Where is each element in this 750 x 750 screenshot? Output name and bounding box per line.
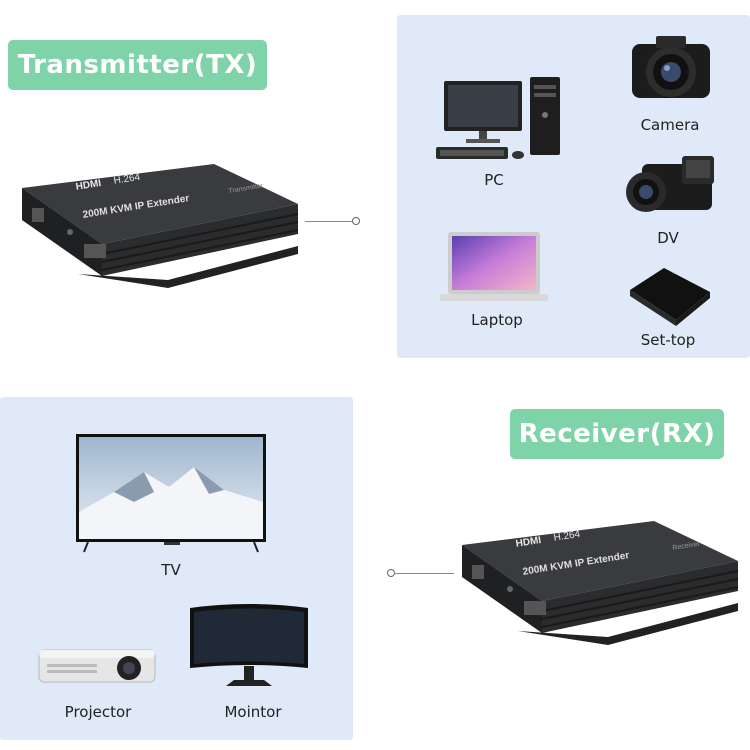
laptop-icon <box>438 230 550 306</box>
rx-connector-line <box>394 573 454 574</box>
source-label-pc: PC <box>484 171 504 189</box>
transmitter-title: Transmitter(TX) <box>8 40 267 90</box>
tx-connector-line <box>305 221 353 222</box>
set-top-box-icon <box>624 262 714 328</box>
pc-icon <box>434 75 564 165</box>
tx-connector-dot <box>352 217 360 225</box>
dv-camcorder-icon <box>622 150 718 230</box>
transmitter-device <box>18 158 302 290</box>
tv-icon <box>74 432 270 554</box>
projector-icon <box>37 642 159 688</box>
source-label-camera: Camera <box>640 116 700 134</box>
receiver-device <box>458 515 742 647</box>
receiver-title: Receiver(RX) <box>510 409 724 459</box>
display-label-projector: Projector <box>64 703 132 721</box>
source-label-laptop: Laptop <box>471 311 523 329</box>
monitor-icon <box>186 602 312 692</box>
source-label-dv: DV <box>657 229 679 247</box>
display-label-monitor: Mointor <box>224 703 282 721</box>
display-label-tv: TV <box>161 561 181 579</box>
source-label-settop: Set-top <box>640 331 696 349</box>
camera-icon <box>628 30 714 112</box>
